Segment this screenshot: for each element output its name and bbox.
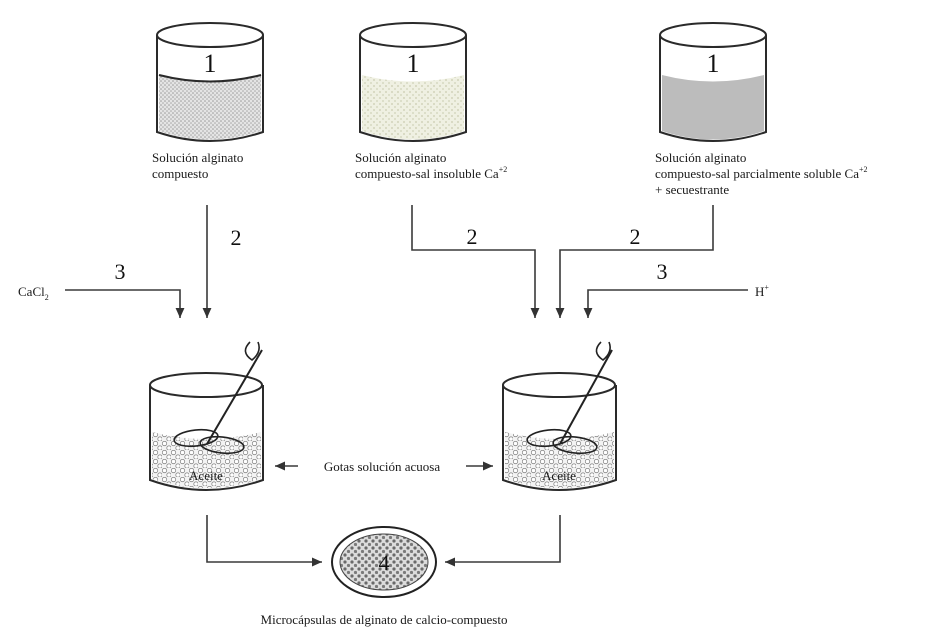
microcapsule-product: 4 <box>331 526 437 598</box>
flow-arrow-c <box>555 205 714 318</box>
solution-b-label: Solución alginato compuesto-sal insolubl… <box>355 150 507 181</box>
step-number-arrow-b: 2 <box>467 224 478 249</box>
reagent-arrow-right <box>583 289 748 318</box>
reagent-arrow-left <box>65 289 185 318</box>
step-number-arrow-c: 2 <box>630 224 641 249</box>
beaker-solution-b: 1 <box>359 22 467 142</box>
oil-label-right: Aceite <box>542 468 576 483</box>
stirrer-shaft-icon <box>559 349 613 445</box>
stirrer-shaft-icon <box>206 349 263 445</box>
product-arrow-left <box>206 515 322 567</box>
reagent-left-label: CaCl2 <box>18 284 49 302</box>
solution-a-label: Solución alginato compuesto <box>152 150 247 181</box>
step-number-product: 4 <box>379 550 390 575</box>
step-number-reagent-right: 3 <box>657 259 668 284</box>
step-number-arrow-a: 2 <box>231 225 242 250</box>
beaker-solution-c: 1 <box>659 22 767 142</box>
stirrer-blade-icon <box>526 428 572 448</box>
beaker-solution-a: 1 <box>156 22 264 142</box>
product-caption: Microcápsulas de alginato de calcio-comp… <box>261 612 508 627</box>
oil-label-left: Aceite <box>189 468 223 483</box>
stirrer-blade-icon <box>173 428 219 448</box>
step-number-beaker-b: 1 <box>407 49 420 78</box>
rotation-icon <box>244 341 260 361</box>
mixing-beaker-right: Aceite <box>502 341 617 491</box>
step-number-beaker-c: 1 <box>707 49 720 78</box>
droplets-label: Gotas solución acuosa <box>324 459 440 474</box>
solution-c-label: Solución alginato compuesto-sal parcialm… <box>655 150 871 197</box>
product-arrow-right <box>445 515 561 567</box>
step-number-beaker-a: 1 <box>204 49 217 78</box>
step-number-reagent-left: 3 <box>115 259 126 284</box>
flow-arrow-b <box>411 205 540 318</box>
reagent-right-label: H+ <box>755 283 769 299</box>
rotation-icon <box>595 341 611 361</box>
mixing-beaker-left: Aceite <box>149 341 264 491</box>
